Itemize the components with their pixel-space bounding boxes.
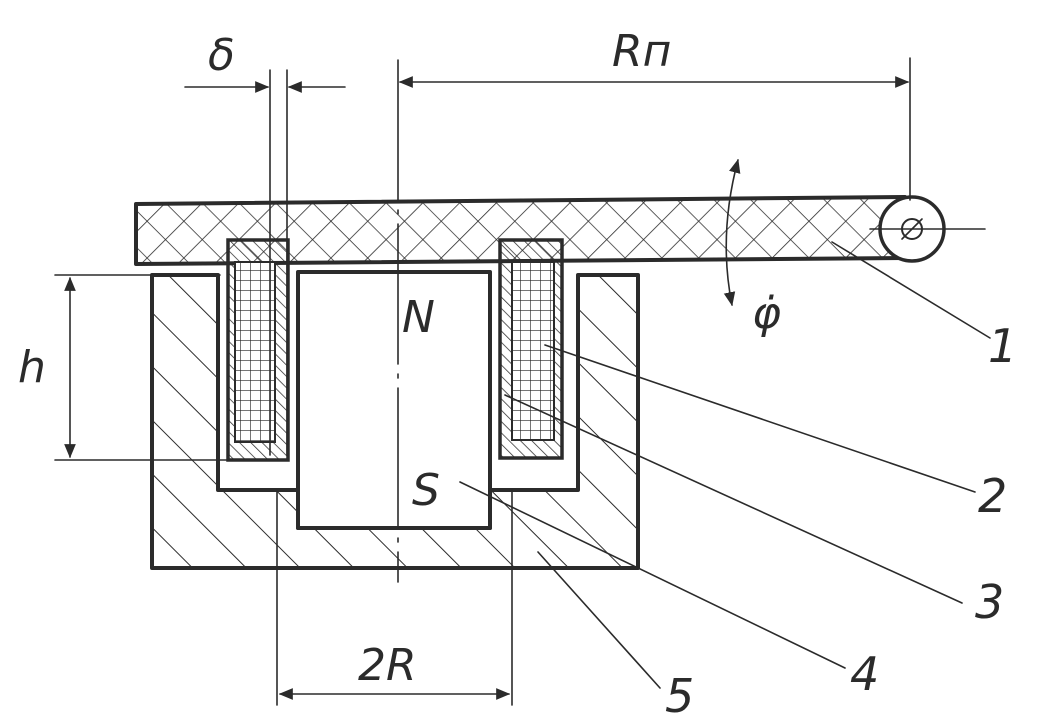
leader-lines [459,241,991,689]
dimension-delta [184,69,346,456]
label-rp: Rп [612,26,671,77]
label-north: N [402,292,435,343]
rotation-arrow-icon [723,158,741,307]
magnet-core [150,270,640,570]
dimension-2r [276,489,513,706]
label-south: S [412,465,440,516]
callout-1: 1 [988,319,1017,373]
callout-2: 2 [978,469,1007,523]
label-phi-dot: φ̇ [752,288,781,339]
callout-3: 3 [975,575,1004,629]
dimension-h [54,274,229,461]
coil-left [226,238,290,462]
callout-4: 4 [850,647,879,701]
label-2r: 2R [358,640,417,691]
label-h: h [18,342,46,393]
label-delta: δ [208,30,235,81]
coil-right [498,238,564,460]
callout-5: 5 [665,669,694,723]
dimension-rp [398,57,911,201]
rotating-plate [134,195,986,266]
